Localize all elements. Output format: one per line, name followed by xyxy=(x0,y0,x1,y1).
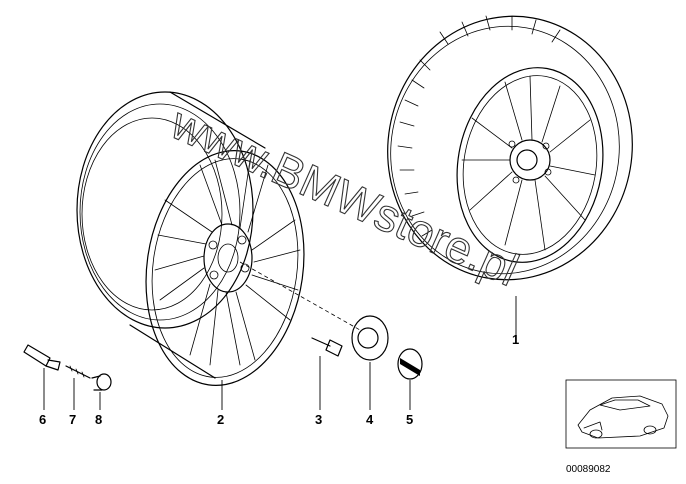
watermark-text: www.BMWstore.pl xyxy=(163,96,526,296)
part-number-2: 2 xyxy=(217,412,224,427)
valve-cap xyxy=(91,373,112,391)
part-number-7: 7 xyxy=(69,412,76,427)
wheel-bolt xyxy=(311,337,343,357)
part-number-5: 5 xyxy=(406,412,413,427)
emblem-badge xyxy=(397,348,423,380)
reference-number: 00089082 xyxy=(566,464,611,475)
part-number-6: 6 xyxy=(39,412,46,427)
part-number-4: 4 xyxy=(366,412,374,427)
part-number-1: 1 xyxy=(512,332,519,347)
leader-lines xyxy=(43,296,517,410)
complete-wheel-tyre xyxy=(387,15,633,281)
hub-cap xyxy=(351,315,389,361)
part-number-8: 8 xyxy=(95,412,102,427)
tyre-valve xyxy=(23,344,61,371)
alloy-rim xyxy=(76,91,305,386)
assembly-line xyxy=(239,261,361,331)
valve-core xyxy=(65,365,91,379)
part-number-3: 3 xyxy=(315,412,322,427)
car-thumbnail xyxy=(565,379,677,449)
